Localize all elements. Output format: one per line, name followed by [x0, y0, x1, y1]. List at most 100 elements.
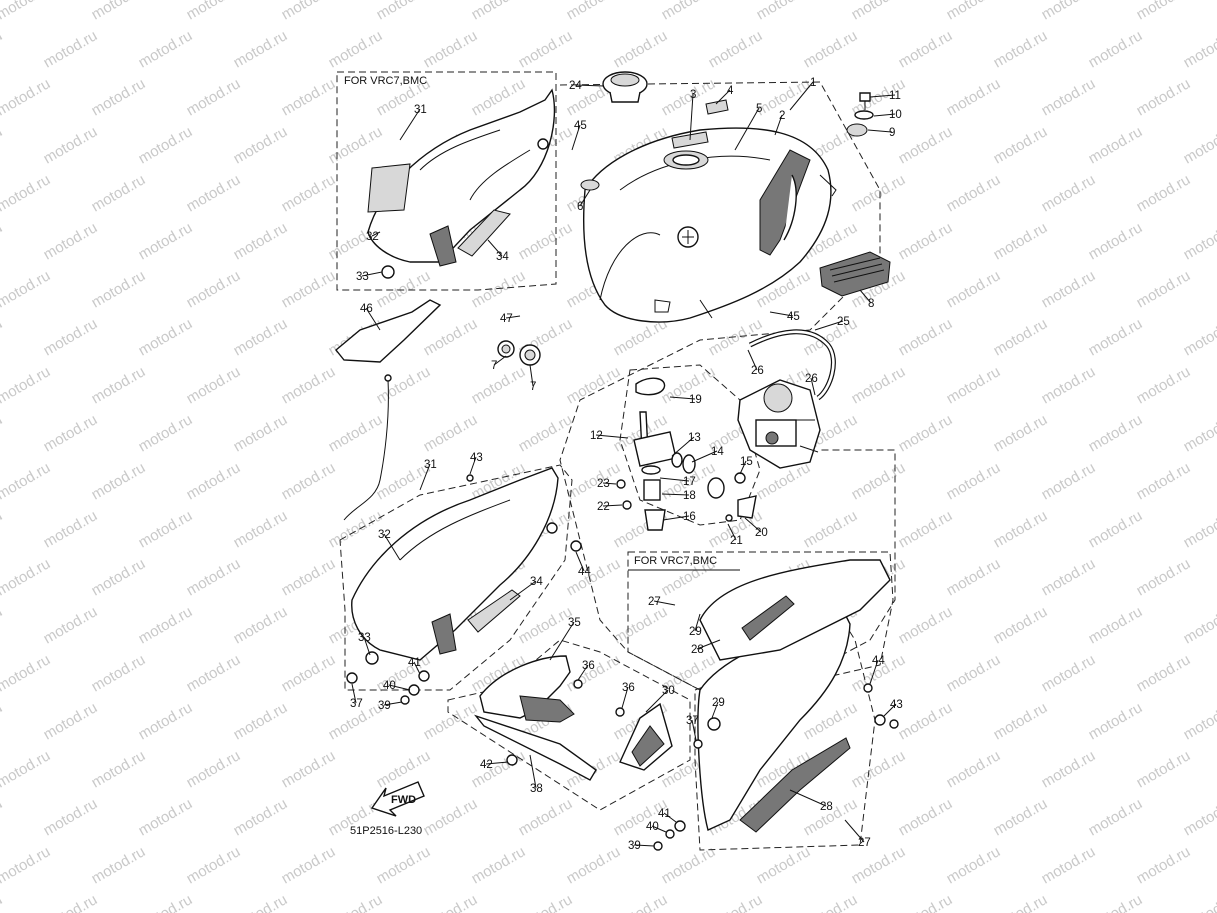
watermark-text: motod.ru — [944, 363, 1004, 407]
side-cover-left — [351, 467, 559, 661]
watermark-text: motod.ru — [0, 411, 5, 455]
watermark-text: motod.ru — [0, 699, 5, 743]
callout-leader — [814, 320, 844, 331]
watermark-text: motod.ru — [89, 267, 149, 311]
watermark-text: motod.ru — [1039, 0, 1099, 23]
callout-label: 6 — [577, 201, 583, 213]
callout-label: 22 — [597, 501, 610, 513]
callout-label: 38 — [530, 783, 543, 795]
watermark-text: motod.ru — [421, 27, 481, 71]
watermark-text: motod.ru — [1181, 699, 1217, 743]
callout-label: 28 — [820, 801, 833, 813]
watermark-text: motod.ru — [136, 123, 196, 167]
watermark-text: motod.ru — [0, 507, 5, 551]
watermark-text: motod.ru — [184, 651, 244, 695]
watermark-text: motod.ru — [896, 315, 956, 359]
watermark-text: motod.ru — [184, 363, 244, 407]
watermark-text: motod.ru — [184, 0, 244, 23]
callout-leader — [873, 113, 896, 117]
watermark-text: motod.ru — [89, 651, 149, 695]
watermark-text: motod.ru — [611, 891, 671, 913]
callout-leader — [744, 517, 762, 533]
watermark-text: motod.ru — [1134, 267, 1194, 311]
watermark-text: motod.ru — [564, 459, 624, 503]
callout-label: 43 — [470, 452, 483, 464]
callout-leader — [365, 307, 381, 331]
watermark-text: motod.ru — [849, 0, 909, 23]
watermark-text: motod.ru — [896, 699, 956, 743]
watermark-text: motod.ru — [0, 651, 53, 695]
watermark-text: motod.ru — [611, 27, 671, 71]
watermark-text: motod.ru — [231, 27, 291, 71]
callout-label: 47 — [500, 313, 513, 325]
watermark-text: motod.ru — [0, 843, 53, 887]
callout-leader — [388, 684, 411, 691]
callout-leader — [689, 93, 694, 141]
watermark-text: motod.ru — [1086, 699, 1146, 743]
callout-leader — [505, 315, 521, 319]
callout-leader — [529, 754, 537, 789]
watermark-text: motod.ru — [1134, 747, 1194, 791]
watermark-text: motod.ru — [896, 219, 956, 263]
watermark-text: motod.ru — [231, 795, 291, 839]
callout-label: 5 — [756, 103, 762, 115]
watermark-text: motod.ru — [136, 411, 196, 455]
watermark-text: motod.ru — [184, 555, 244, 599]
watermark-text: motod.ru — [1086, 27, 1146, 71]
callout-leader — [747, 349, 758, 371]
callout-label: 2 — [779, 110, 785, 122]
watermark-text: motod.ru — [0, 267, 53, 311]
watermark-text: motod.ru — [1134, 651, 1194, 695]
watermark-text: motod.ru — [374, 747, 434, 791]
callout-leader — [661, 493, 690, 496]
callout-label: 12 — [590, 430, 603, 442]
callout-label: 7 — [530, 381, 536, 393]
watermark-text: motod.ru — [516, 603, 576, 647]
watermark-text: motod.ru — [1039, 267, 1099, 311]
watermark-text: motod.ru — [89, 363, 149, 407]
watermark-text: motod.ru — [1181, 507, 1217, 551]
callout-label: 32 — [366, 231, 379, 243]
watermark-text: motod.ru — [849, 459, 909, 503]
watermark-text: motod.ru — [1181, 603, 1217, 647]
watermark-text: motod.ru — [896, 603, 956, 647]
watermark-text: motod.ru — [659, 0, 719, 23]
callout-label: 40 — [646, 821, 659, 833]
watermark-text: motod.ru — [849, 747, 909, 791]
watermark-text: motod.ru — [801, 27, 861, 71]
watermark-text: motod.ru — [279, 459, 339, 503]
callout-leader — [602, 482, 617, 485]
callout-label: 41 — [408, 657, 421, 669]
watermark-text: motod.ru — [279, 171, 339, 215]
watermark-text: motod.ru — [374, 0, 434, 23]
callout-leader — [810, 377, 816, 396]
watermark-text: motod.ru — [896, 507, 956, 551]
watermark-text: motod.ru — [136, 603, 196, 647]
watermark-text: motod.ru — [41, 891, 101, 913]
callout-leader — [575, 551, 585, 572]
watermark-text: motod.ru — [0, 459, 53, 503]
watermark-text: motod.ru — [1039, 171, 1099, 215]
callout-label: 16 — [683, 511, 696, 523]
watermark-text: motod.ru — [896, 123, 956, 167]
callout-leader — [621, 686, 629, 709]
watermark-text: motod.ru — [41, 123, 101, 167]
watermark-text: motod.ru — [0, 555, 53, 599]
watermark-text: motod.ru — [1181, 891, 1217, 913]
callout-label: 10 — [889, 109, 902, 121]
watermark-text: motod.ru — [1086, 603, 1146, 647]
callout-leader — [691, 450, 718, 463]
callout-label: 29 — [689, 626, 702, 638]
watermark-text: motod.ru — [231, 891, 291, 913]
watermark-text: motod.ru — [231, 315, 291, 359]
watermark-text: motod.ru — [1086, 891, 1146, 913]
watermark-text: motod.ru — [89, 459, 149, 503]
watermark-text: motod.ru — [896, 27, 956, 71]
watermark-text: motod.ru — [89, 75, 149, 119]
watermark-text: motod.ru — [1039, 651, 1099, 695]
callout-leader — [485, 761, 509, 765]
watermark-text: motod.ru — [1086, 123, 1146, 167]
watermark-text: motod.ru — [516, 411, 576, 455]
watermark-text: motod.ru — [41, 699, 101, 743]
